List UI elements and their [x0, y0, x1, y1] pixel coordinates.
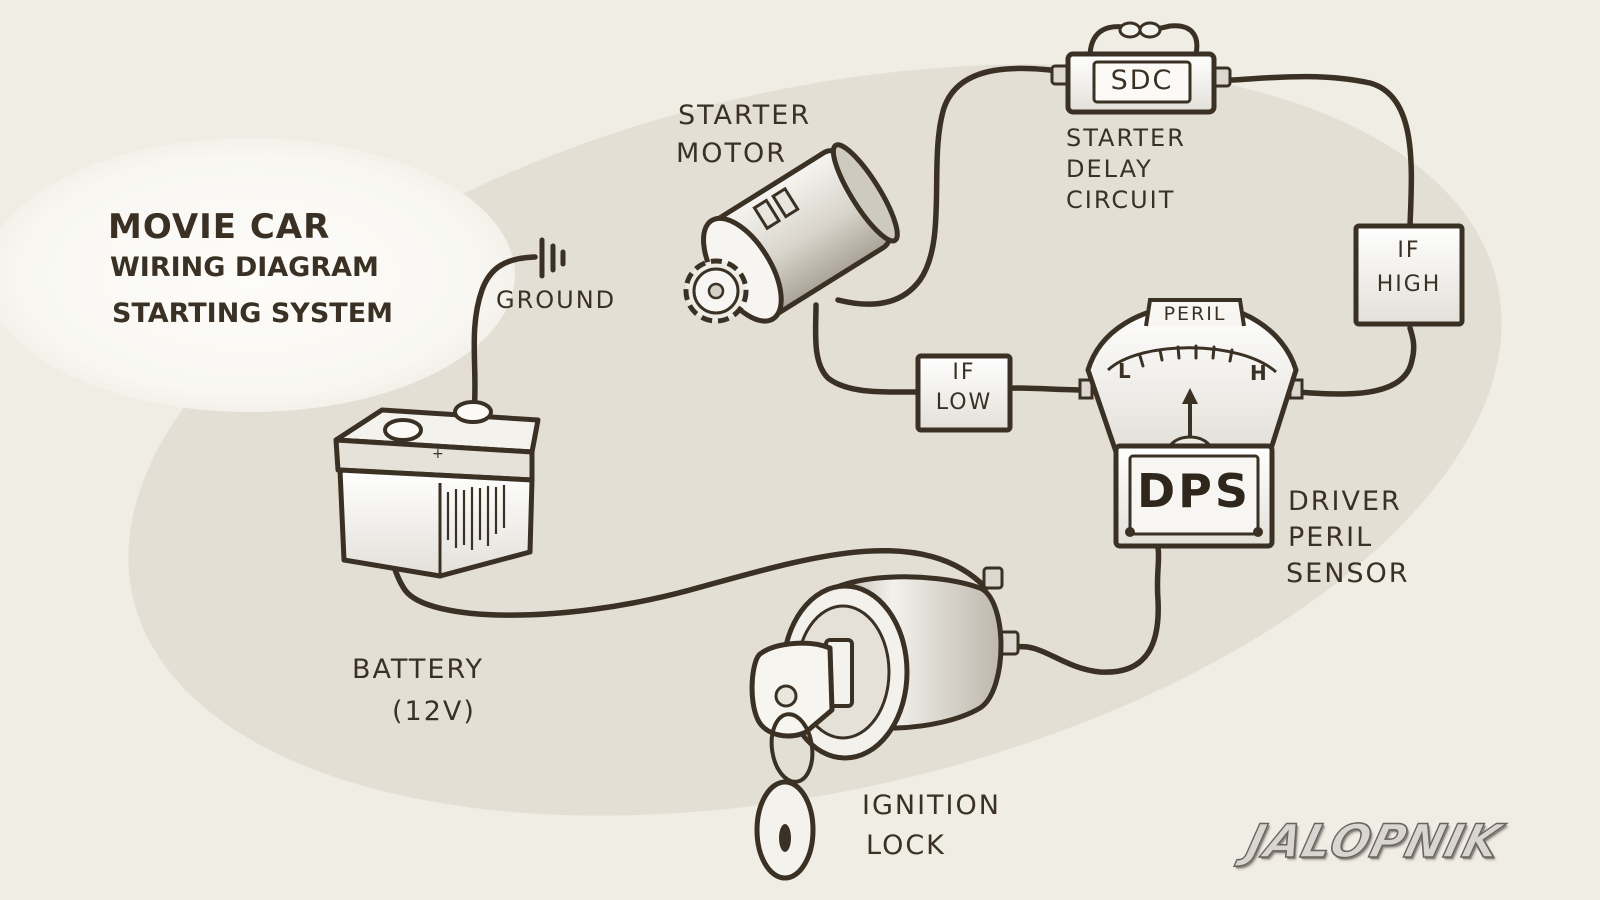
svg-text:+: +	[432, 446, 444, 462]
if-high-box	[1353, 223, 1465, 327]
wires	[381, 65, 1417, 675]
wire-starter-iflow	[812, 302, 921, 395]
battery-voltage-label: (12V)	[392, 696, 476, 727]
title-spotlight	[0, 138, 515, 412]
title-line-2: Wiring Diagram	[110, 252, 379, 283]
wire-battery-ground	[471, 254, 538, 415]
ground-symbol	[539, 237, 566, 279]
starter-motor-label-line-2: Motor	[676, 138, 788, 169]
ignition-lock-label-line-1: Ignition	[862, 790, 1001, 821]
battery: +	[333, 400, 541, 579]
ignition-lock	[749, 566, 1020, 881]
dps-label-line-1: Driver	[1288, 486, 1402, 517]
gauge-scale-low: L	[1118, 359, 1133, 383]
wire-iflow-gauge	[1005, 385, 1089, 393]
gauge-scale-high: H	[1250, 361, 1269, 385]
dps-label-line-3: Sensor	[1286, 558, 1410, 589]
if-low-line-2: Low	[935, 390, 993, 415]
starter-motor-label-line-1: Starter	[678, 100, 812, 131]
sdc-label-line-2: Delay	[1066, 155, 1153, 183]
if-high-line-1: IF	[1397, 238, 1421, 263]
if-low-line-1: IF	[952, 360, 976, 385]
dps-box-text: DPS	[1136, 464, 1252, 518]
wire-ignition-dps	[1009, 545, 1162, 675]
starter-motor	[701, 142, 900, 324]
sdc-label-line-3: Circuit	[1066, 186, 1176, 214]
background-blob	[128, 64, 1502, 816]
title-line-1: Movie Car	[108, 207, 331, 247]
sdc-module	[1050, 21, 1232, 115]
wire-gauge-ifhigh	[1295, 325, 1417, 397]
if-low-box	[915, 353, 1013, 433]
jalopnik-logo: JALOPNIK	[1241, 813, 1508, 869]
dps-box	[1113, 443, 1275, 549]
ground-label: Ground	[496, 286, 617, 314]
dps-label-line-2: Peril	[1288, 522, 1374, 553]
wire-ifhigh-sdc	[1229, 73, 1415, 229]
title-line-3: Starting System	[112, 298, 394, 329]
if-high-line-2: High	[1376, 272, 1442, 297]
starter-pinion-gear	[683, 258, 749, 324]
battery-label: Battery	[352, 654, 484, 685]
sdc-box-text: SDC	[1110, 65, 1174, 96]
peril-gauge-label: Peril	[1163, 303, 1227, 325]
sdc-label-line-1: Starter	[1066, 124, 1186, 152]
ignition-lock-label-line-2: Lock	[866, 830, 946, 861]
wire-sdc-starter	[835, 65, 1071, 307]
